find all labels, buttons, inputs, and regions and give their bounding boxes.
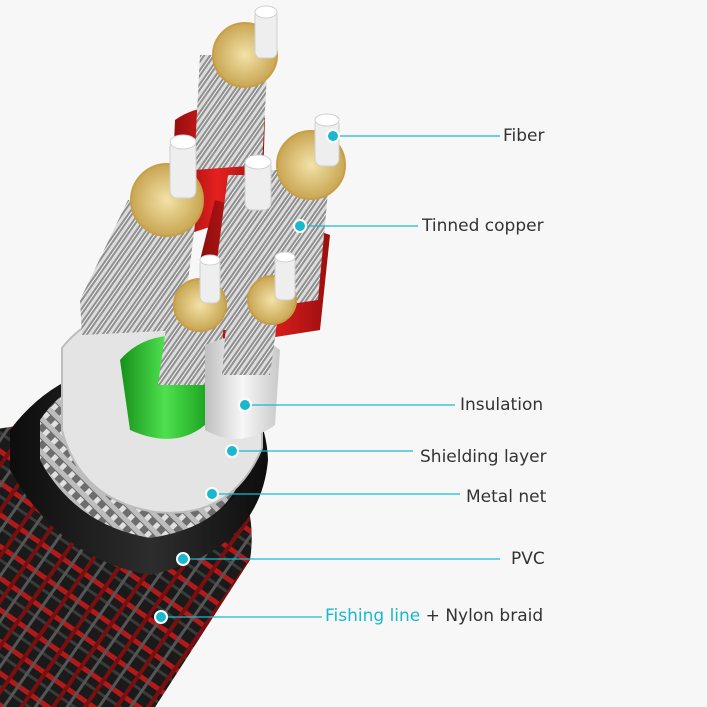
marker-dot-pvc xyxy=(176,552,190,566)
marker-dot-insulation xyxy=(238,398,252,412)
label-fishing-line: Fishing line xyxy=(325,606,421,626)
fiber-bundle xyxy=(244,154,272,211)
fiber-bundle xyxy=(254,5,278,59)
label-fiber: Fiber xyxy=(503,126,545,146)
label-tinned-copper: Tinned copper xyxy=(422,216,544,236)
label-pvc: PVC xyxy=(511,549,545,569)
marker-dot-braid xyxy=(154,610,168,624)
label-shielding-layer: Shielding layer xyxy=(420,447,547,467)
label-braid: Fishing line + Nylon braid xyxy=(325,606,543,626)
marker-dot-metal-net xyxy=(205,487,219,501)
fiber-bundle xyxy=(274,251,296,301)
label-nylon-braid: Nylon braid xyxy=(445,606,544,626)
label-insulation: Insulation xyxy=(460,395,544,415)
label-metal-net: Metal net xyxy=(466,487,547,507)
fiber-bundle xyxy=(169,134,197,199)
label-plus: + xyxy=(420,606,446,626)
marker-dot-tinned-copper xyxy=(293,219,307,233)
marker-dot-shielding xyxy=(225,444,239,458)
fiber-bundle xyxy=(199,254,221,304)
marker-dot-fiber xyxy=(326,129,340,143)
